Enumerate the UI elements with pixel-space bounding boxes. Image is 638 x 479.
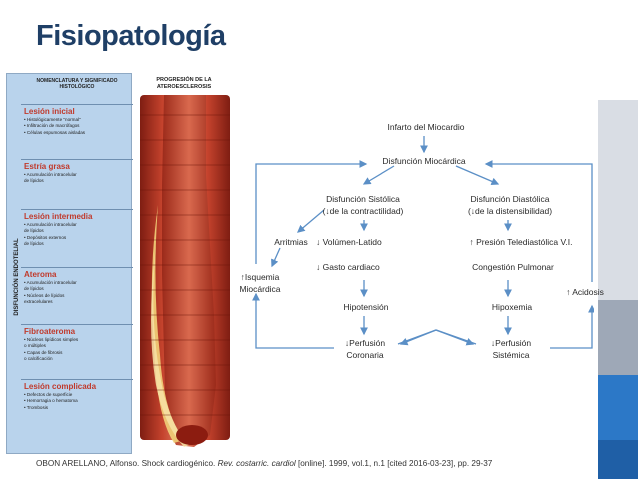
side-band-2 xyxy=(598,100,638,300)
node-arritmias: Arritmias xyxy=(274,237,308,247)
stage-title: Lesión inicial xyxy=(24,107,75,116)
stage-5: Fibroateroma• Núcleos lipídicos simples … xyxy=(21,324,133,379)
node-diastolica-sub: (↓de la distensibilidad) xyxy=(467,206,553,216)
node-diastolica-title: Disfunción Diastólica xyxy=(470,194,550,204)
stage-title: Estría grasa xyxy=(24,162,70,171)
node-hipoxemia: Hipoxemia xyxy=(491,302,533,312)
stage-title: Lesión intermedia xyxy=(24,212,93,221)
citation-journal: Rev. costarric. cardiol xyxy=(217,459,296,468)
stage-desc-line: de lípidos xyxy=(24,241,44,247)
stage-desc-line: • Defectos de superficie xyxy=(24,392,73,397)
citation-pre: OBON ARELLANO, Alfonso. Shock cardiogéni… xyxy=(36,459,218,468)
stage-title: Ateroma xyxy=(24,270,57,279)
node-infarto: Infarto del Miocardio xyxy=(387,122,465,132)
node-volumen-latido: ↓ Volúmen-Latido xyxy=(316,237,382,247)
stage-4: Ateroma• Acumulación intracelular de líp… xyxy=(21,267,133,324)
stage-desc-line: • Células espumosas aisladas xyxy=(24,129,86,135)
stage-desc-line: o múltiples xyxy=(24,343,46,349)
stage-desc-line: extracelulares xyxy=(24,299,53,305)
node-hipotension: Hipotensión xyxy=(343,302,389,312)
stage-desc-line: • Acumulación intracelular xyxy=(24,222,77,227)
stage-title: Lesión complicada xyxy=(24,382,97,391)
citation-post: [online]. 1999, vol.1, n.1 [cited 2016-0… xyxy=(295,459,493,468)
stage-2: Estría grasa• Acumulación intracelular d… xyxy=(21,159,133,209)
endothelial-dysfunction-label: DISFUNCIÓN ENDOTELIAL xyxy=(7,104,21,454)
node-isquemia-1: ↑Isquemia xyxy=(240,272,280,282)
node-disfuncion-miocardica: Disfunción Miocárdica xyxy=(382,156,466,166)
nomenclature-header: NOMENCLATURA Y SIGNIFICADO HISTOLÓGICO xyxy=(36,78,118,90)
progression-header: PROGRESIÓN DE LA ATEROESCLEROSIS xyxy=(156,77,212,90)
node-sistolica-sub: (↓de la contractilidad) xyxy=(322,206,404,216)
side-band-3 xyxy=(598,300,638,375)
node-sistolica-title: Disfunción Sistólica xyxy=(326,194,400,204)
node-perfusion-sistemica-2: Sistémica xyxy=(492,350,530,360)
stage-desc-line: • Capas de fibrosis xyxy=(24,349,63,355)
stage-desc-line: • Trombosis xyxy=(24,404,49,410)
flowchart-arrows xyxy=(252,136,594,349)
node-isquemia-2: Miocárdica xyxy=(239,284,281,294)
stage-desc-line: de lípidos xyxy=(24,178,44,184)
node-acidosis: ↑ Acidosis xyxy=(566,287,604,297)
side-band-1 xyxy=(598,0,638,100)
stage-desc-line: • Infiltración de macrófagos xyxy=(24,123,80,129)
pathophysiology-flowchart: Infarto del Miocardio Disfunción Miocárd… xyxy=(236,98,603,372)
node-perfusion-coronaria-1: ↓Perfusión xyxy=(344,338,386,348)
artery-illustration xyxy=(140,95,230,447)
node-perfusion-sistemica-1: ↓Perfusión xyxy=(490,338,532,348)
stage-title: Fibroateroma xyxy=(24,327,76,336)
stage-desc-line: • Hemorragia o hematoma xyxy=(24,398,78,404)
stage-desc-line: • Histológicamente "normal" xyxy=(24,117,81,122)
node-gasto-cardiaco: ↓ Gasto cardiaco xyxy=(316,262,380,272)
stage-desc-line: de lípidos xyxy=(24,228,44,234)
node-presion-telediastolica: ↑ Presión Telediastólica V.I. xyxy=(469,237,573,247)
stage-desc-line: • Núcleos lipídicos simples xyxy=(24,337,79,342)
stage-6: Lesión complicada• Defectos de superfici… xyxy=(21,379,133,455)
atherosclerosis-figure: NOMENCLATURA Y SIGNIFICADO HISTOLÓGICO D… xyxy=(6,73,236,454)
stage-desc-line: o calcificación xyxy=(24,356,53,362)
citation-footer: OBON ARELLANO, Alfonso. Shock cardiogéni… xyxy=(36,459,492,468)
stage-1: Lesión inicial• Histológicamente "normal… xyxy=(21,104,133,159)
stage-desc-line: • Depósitos externos xyxy=(24,234,67,240)
stage-3: Lesión intermedia• Acumulación intracelu… xyxy=(21,209,133,267)
slide-title: Fisiopatología xyxy=(36,20,226,52)
vertical-label-text: DISFUNCIÓN ENDOTELIAL xyxy=(14,238,20,316)
stage-desc-line: de lípidos xyxy=(24,286,44,292)
stage-desc-line: • Núcleos de lípidos xyxy=(24,292,65,298)
stage-desc-line: • Acumulación intracelular xyxy=(24,172,77,177)
node-perfusion-coronaria-2: Coronaria xyxy=(346,350,384,360)
node-congestion-pulmonar: Congestión Pulmonar xyxy=(472,262,554,272)
side-band-5 xyxy=(598,440,638,479)
stage-desc-line: • Acumulación intracelular xyxy=(24,280,77,285)
nomenclature-panel: NOMENCLATURA Y SIGNIFICADO HISTOLÓGICO D… xyxy=(6,73,133,455)
